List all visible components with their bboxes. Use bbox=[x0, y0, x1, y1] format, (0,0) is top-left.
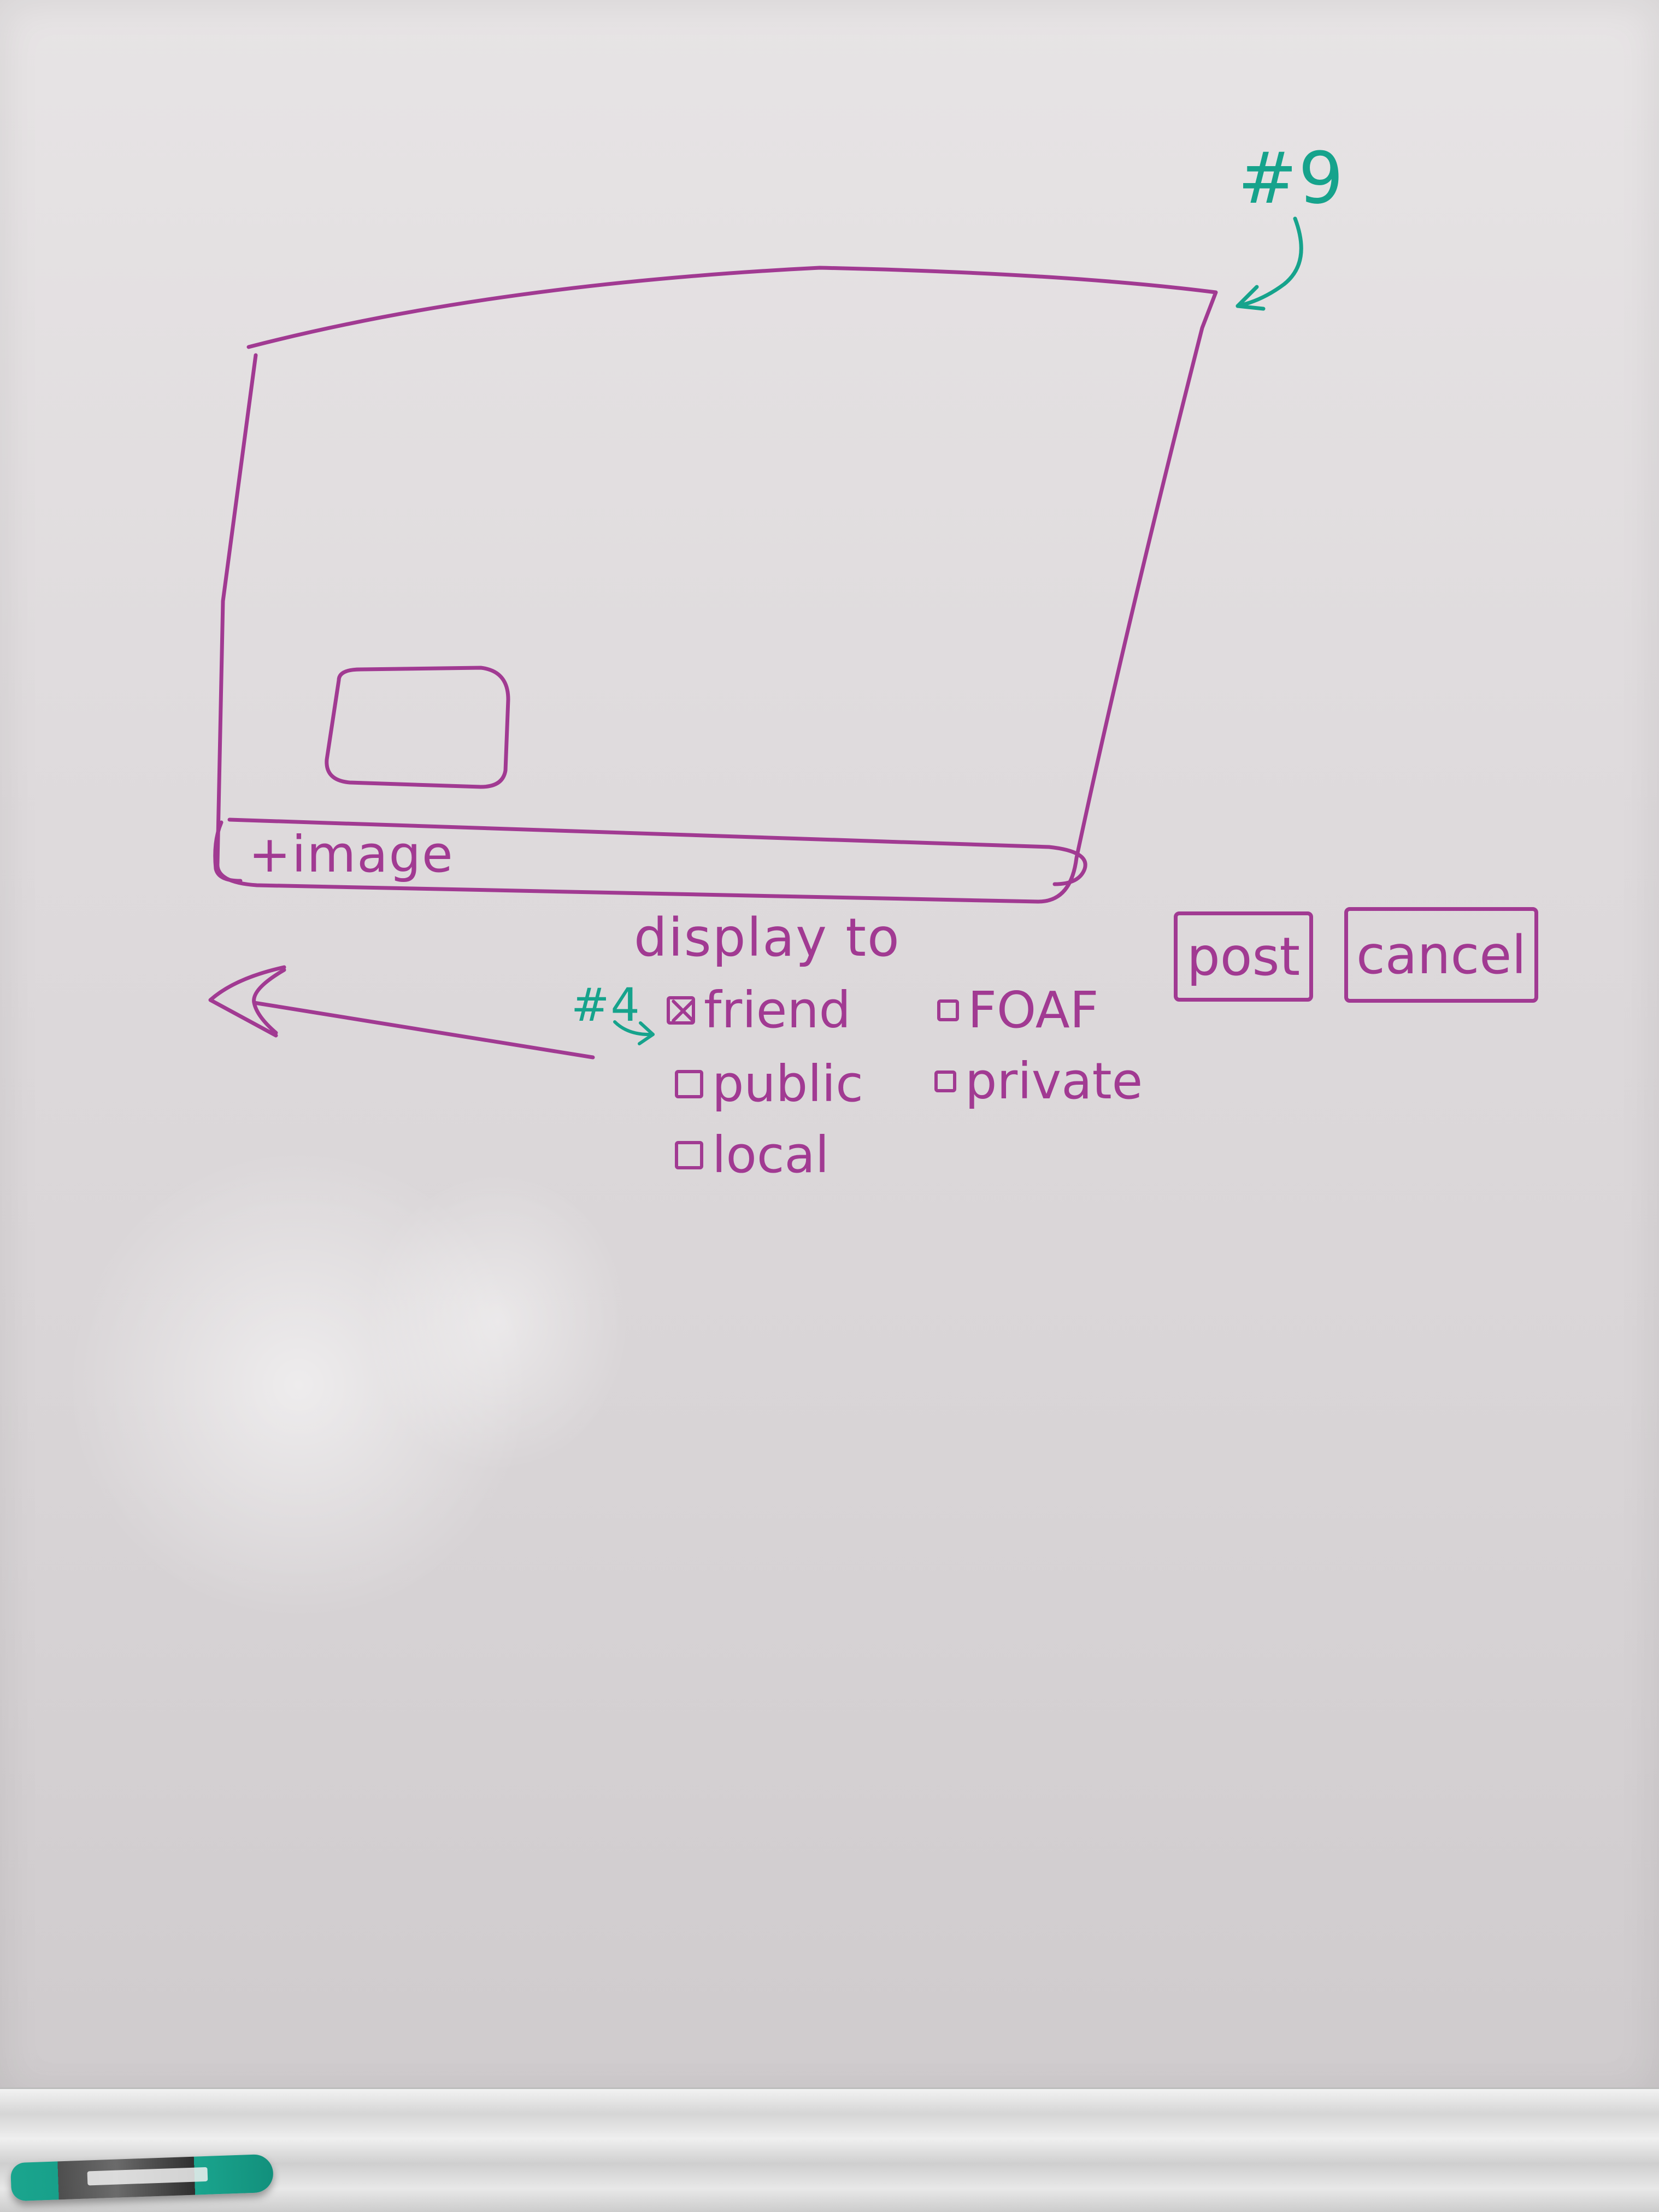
annotation-arrow-checkbox bbox=[613, 1020, 655, 1037]
annotation-label-checkbox: #4 bbox=[571, 978, 641, 1032]
cancel-button-label: cancel bbox=[1356, 924, 1526, 986]
whiteboard-tray bbox=[0, 2087, 1659, 2212]
option-foaf-label: FOAF bbox=[968, 981, 1099, 1039]
post-button[interactable]: post bbox=[1174, 911, 1313, 1002]
option-private[interactable]: private bbox=[934, 1052, 1143, 1110]
marker-label-area bbox=[87, 2167, 208, 2186]
cancel-button[interactable]: cancel bbox=[1344, 907, 1538, 1003]
option-public-label: public bbox=[712, 1055, 863, 1113]
option-friend[interactable]: friend bbox=[667, 981, 851, 1039]
image-bar-outline bbox=[227, 817, 1087, 886]
option-private-label: private bbox=[965, 1052, 1143, 1110]
display-to-heading: display to bbox=[634, 907, 901, 968]
checkbox-local[interactable] bbox=[675, 1140, 703, 1169]
post-button-label: post bbox=[1186, 926, 1301, 987]
annotation-label-top: #9 bbox=[1238, 137, 1345, 220]
checkbox-foaf[interactable] bbox=[937, 999, 959, 1021]
option-friend-label: friend bbox=[704, 981, 851, 1039]
annotation-arrow-top bbox=[1236, 216, 1303, 308]
left-arrow bbox=[252, 968, 595, 1060]
image-thumbnail-placeholder bbox=[325, 666, 510, 789]
option-local-label: local bbox=[712, 1126, 829, 1184]
option-foaf[interactable]: FOAF bbox=[937, 981, 1099, 1039]
composer-frame bbox=[215, 266, 1218, 904]
checkbox-private[interactable] bbox=[934, 1070, 956, 1092]
option-local[interactable]: local bbox=[675, 1126, 829, 1184]
whiteboard bbox=[0, 0, 1659, 2098]
checkbox-friend[interactable] bbox=[667, 996, 695, 1025]
option-public[interactable]: public bbox=[675, 1055, 863, 1113]
image-bar-label: +image bbox=[249, 825, 454, 884]
checkbox-public[interactable] bbox=[675, 1069, 703, 1098]
